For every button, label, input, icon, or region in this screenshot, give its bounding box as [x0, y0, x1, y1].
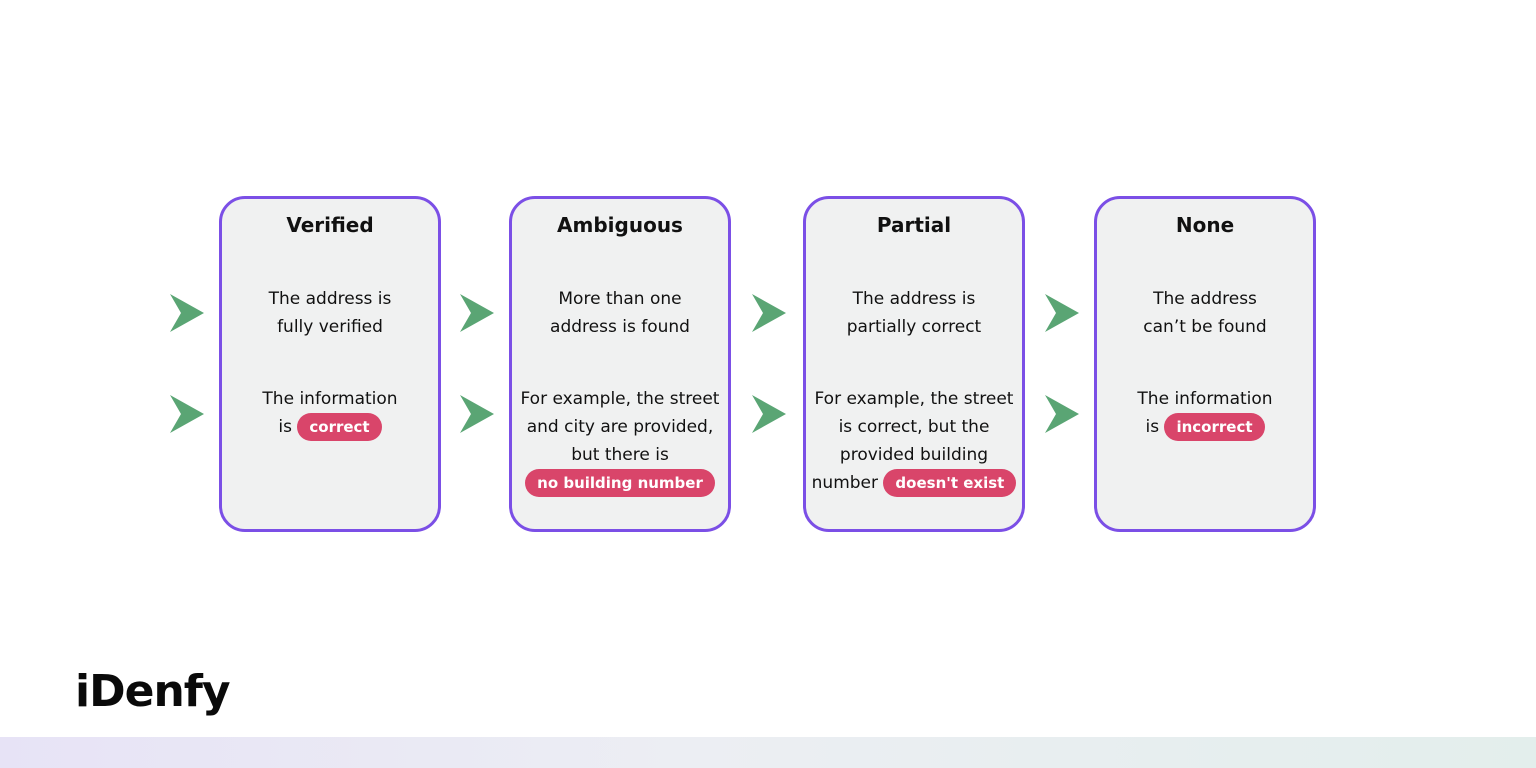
card-detail: The information is correct — [222, 385, 438, 441]
detail-line: but there is — [571, 445, 669, 465]
card-detail: For example, the street and city are pro… — [512, 385, 728, 497]
description-line: The address is — [852, 289, 976, 309]
detail-text: is — [278, 417, 292, 437]
description-line: More than one — [558, 289, 682, 309]
status-card-ambiguous: Ambiguous More than one address is found… — [509, 196, 731, 532]
arrow-right-icon — [1045, 395, 1079, 433]
description-line: The address is — [268, 289, 392, 309]
card-description: The address is partially correct — [806, 285, 1022, 341]
detail-line: For example, the street — [520, 389, 720, 409]
arrow-right-icon — [170, 395, 204, 433]
card-title: Verified — [286, 213, 374, 237]
card-description: The address is fully verified — [222, 285, 438, 341]
detail-line: For example, the street — [814, 389, 1014, 409]
detail-text: is — [1145, 417, 1160, 437]
card-title: Partial — [876, 213, 952, 237]
status-badge: doesn't exist — [883, 469, 1017, 497]
card-detail: The information is incorrect — [1097, 385, 1313, 441]
description-line: partially correct — [846, 317, 982, 337]
card-detail: For example, the street is correct, but … — [806, 385, 1022, 497]
arrow-right-icon — [1045, 294, 1079, 332]
detail-line: and city are provided, — [526, 417, 714, 437]
description-line: fully verified — [277, 317, 383, 337]
detail-line: no building number — [512, 469, 728, 497]
status-card-none: None The address can’t be found The info… — [1094, 196, 1316, 532]
status-card-verified: Verified The address is fully verified T… — [219, 196, 441, 532]
detail-line: provided building — [839, 445, 989, 465]
status-card-partial: Partial The address is partially correct… — [803, 196, 1025, 532]
detail-line: The information — [262, 389, 398, 409]
status-badge: no building number — [525, 469, 715, 497]
status-badge: incorrect — [1164, 413, 1265, 441]
description-line: address is found — [550, 317, 690, 337]
arrow-right-icon — [752, 395, 786, 433]
arrow-right-icon — [170, 294, 204, 332]
status-badge: correct — [297, 413, 382, 441]
detail-line: The information — [1137, 389, 1273, 409]
detail-line: is incorrect — [1097, 413, 1313, 441]
card-description: More than one address is found — [512, 285, 728, 341]
footer-band — [0, 737, 1536, 768]
detail-line: is correct — [222, 413, 438, 441]
description-line: The address — [1153, 289, 1257, 309]
arrow-right-icon — [460, 294, 494, 332]
detail-line: number doesn't exist — [806, 469, 1022, 497]
card-description: The address can’t be found — [1097, 285, 1313, 341]
card-title: Ambiguous — [557, 213, 683, 237]
arrow-right-icon — [752, 294, 786, 332]
detail-line: is correct, but the — [838, 417, 990, 437]
card-title: None — [1175, 213, 1235, 237]
arrow-right-icon — [460, 395, 494, 433]
detail-text: number — [811, 473, 879, 493]
brand-logo: iDenfy — [75, 666, 231, 717]
description-line: can’t be found — [1143, 317, 1267, 337]
